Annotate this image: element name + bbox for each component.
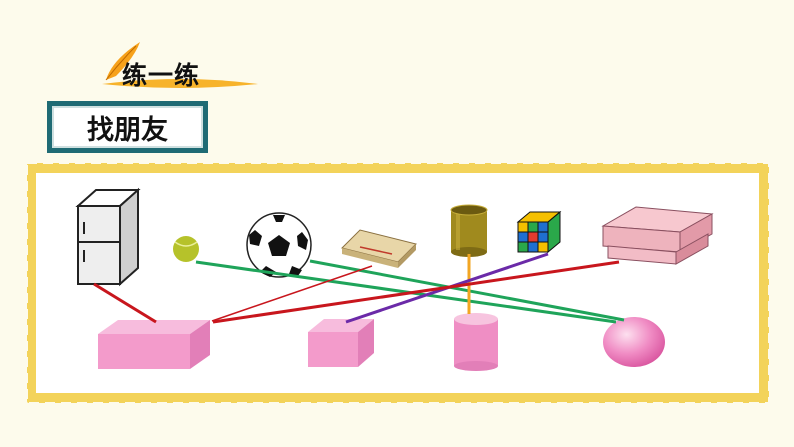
subtitle-label: 找朋友 [52,106,203,148]
match-line-soccer-ball [309,259,625,322]
soccer-ball-icon [246,212,312,278]
match-line-shoe-box [212,260,620,324]
long-cuboid-shape [98,320,210,369]
title-banner [102,42,258,88]
gift-box-icon [341,229,417,268]
rubiks-cube-icon [516,210,562,254]
tennis-ball-icon [173,236,199,262]
subtitle-box: 找朋友 [47,101,208,153]
sphere-shape [603,317,665,367]
pen-holder-icon [450,204,488,257]
shoe-box-icon [601,206,714,265]
frame-dash [26,162,770,404]
cube-shape [308,319,374,367]
refrigerator-icon [75,187,141,287]
page-title: 练一练 [122,61,201,90]
match-line-refrigerator [93,282,157,324]
feather-icon [105,42,140,81]
cylinder-shape [454,313,498,371]
match-line-gift-box [211,265,373,322]
